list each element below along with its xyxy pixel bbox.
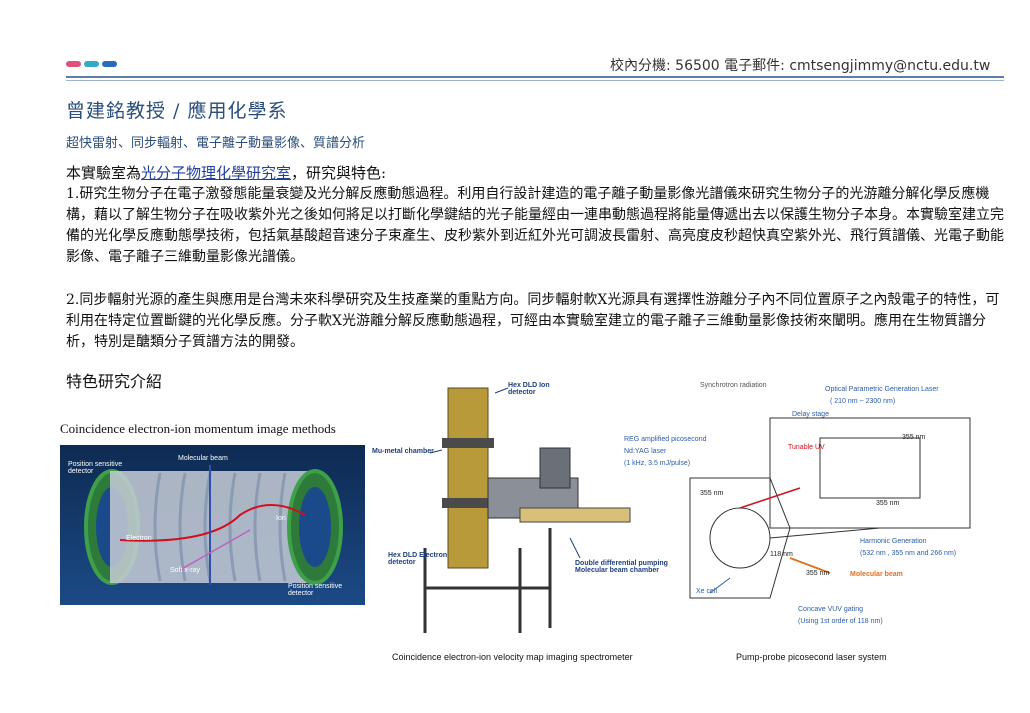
header-rule-thin bbox=[66, 80, 1004, 81]
accent-swatch-blue bbox=[102, 61, 117, 67]
accent-swatch-pink bbox=[66, 61, 81, 67]
lab-link[interactable]: 光分子物理化學研究室 bbox=[141, 164, 292, 182]
label-rate: (1 kHz, 3.5 mJ/pulse) bbox=[624, 460, 691, 467]
label-synchrotron: Synchrotron radiation bbox=[700, 382, 767, 389]
figure-1-caption: Coincidence electron-ion momentum image … bbox=[60, 421, 336, 436]
intro-prefix: 本實驗室為 bbox=[66, 164, 142, 182]
label-delay-stage: Delay stage bbox=[792, 411, 829, 418]
figure-2-spectrometer: Hex DLD Ion detector Mu-metal chamber He… bbox=[370, 378, 690, 648]
label-mu-metal: Mu-metal chamber bbox=[372, 448, 434, 455]
figure-2-caption: Coincidence electron-ion velocity map im… bbox=[392, 652, 633, 662]
label-harmonic: Harmonic Generation bbox=[860, 538, 927, 545]
label-soft-xray: Soft x-ray bbox=[170, 567, 200, 574]
label-355nm-d: 355 nm bbox=[806, 570, 830, 577]
figure-2-illustration bbox=[423, 387, 631, 633]
label-ion: Ion bbox=[276, 515, 286, 522]
label-xe-cell: Xe cell bbox=[696, 588, 718, 595]
label-118nm: 118 nm bbox=[770, 551, 793, 558]
label-electron: Electron bbox=[126, 535, 152, 542]
label-hex-dld-electron: Hex DLD Electron detector bbox=[388, 552, 448, 566]
label-molecular-beam: Molecular beam bbox=[178, 455, 228, 462]
label-reg: REG amplified picosecond bbox=[624, 436, 707, 443]
label-355nm-a: 355 nm bbox=[902, 434, 926, 441]
label-355nm-c: 355 nm bbox=[876, 500, 900, 507]
label-harmonic-range: (532 nm , 355 nm and 266 nm) bbox=[860, 550, 957, 557]
intro-suffix: ，研究與特色: bbox=[291, 164, 387, 182]
label-355nm-b: 355 nm bbox=[700, 490, 724, 497]
label-vuv-gating: Concave VUV gating bbox=[798, 606, 863, 613]
figure-3-caption: Pump-probe picosecond laser system bbox=[736, 652, 887, 662]
section-title: 特色研究介紹 bbox=[66, 372, 163, 391]
label-position-detector-1: Position sensitive detector bbox=[68, 461, 123, 475]
label-opg-range: ( 210 nm ~ 2300 nm) bbox=[830, 398, 896, 405]
label-ndyag: Nd:YAG laser bbox=[624, 448, 667, 455]
research-paragraph-1: 1.研究生物分子在電子激發態能量衰變及光分解反應動態過程。利用自行設計建造的電子… bbox=[66, 186, 1004, 265]
figure-3-illustration bbox=[689, 417, 971, 599]
figure-1-momentum-imaging: Position sensitive detector Molecular be… bbox=[60, 445, 365, 605]
figure-1-illustration bbox=[84, 465, 343, 585]
research-keywords: 超快雷射、同步輻射、電子離子動量影像、質譜分析 bbox=[66, 136, 366, 151]
label-molecular-beam: Molecular beam bbox=[850, 571, 903, 578]
figure-3-laser-system: Synchrotron radiation Optical Parametric… bbox=[620, 378, 1010, 648]
label-vuv-order: (Using 1st order of 118 nm) bbox=[798, 618, 883, 625]
label-differential-pumping: Double differential pumping Molecular be… bbox=[575, 560, 668, 574]
research-paragraph-2: 2.同步輻射光源的產生與應用是台灣未來科學研究及生技產業的重點方向。同步輻射軟X… bbox=[66, 292, 1000, 350]
contact-info: 校內分機: 56500 電子郵件: cmtsengjimmy@nctu.edu.… bbox=[610, 58, 991, 74]
label-position-detector-2: Position sensitive detector bbox=[288, 583, 343, 597]
intro-line: 本實驗室為光分子物理化學研究室，研究與特色: bbox=[66, 162, 386, 183]
page-title: 曾建銘教授 / 應用化學系 bbox=[66, 100, 288, 122]
label-hex-dld-ion: Hex DLD Ion detector bbox=[508, 382, 550, 396]
label-opg-laser: Optical Parametric Generation Laser bbox=[825, 386, 939, 393]
header-rule bbox=[66, 76, 1004, 78]
label-tunable-uv: Tunable UV bbox=[788, 444, 825, 451]
accent-swatch-cyan bbox=[84, 61, 99, 67]
